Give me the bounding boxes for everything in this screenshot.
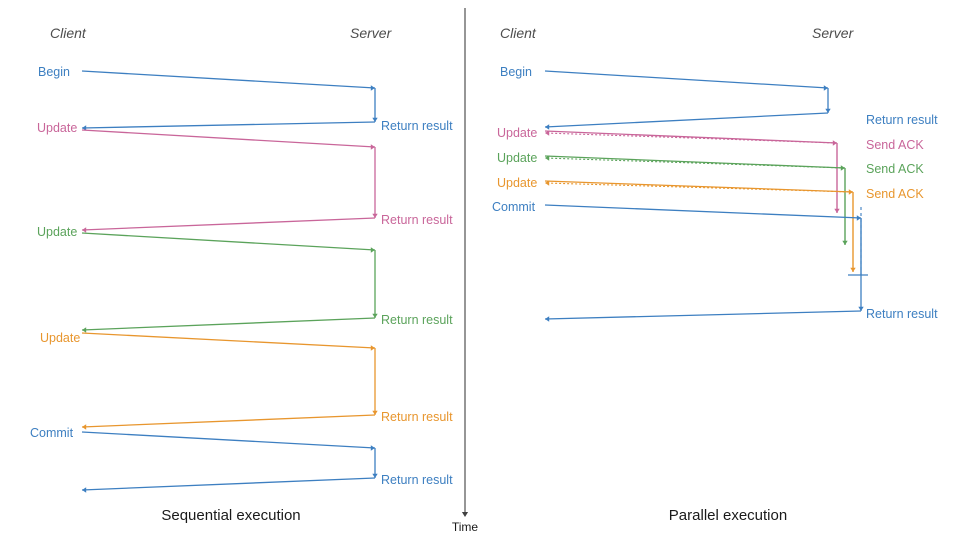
parallel-commit-final-head [858, 306, 864, 311]
sequential-begin-roundtrip-bar-head [372, 117, 378, 122]
sequential-commit-roundtrip-bar-head [372, 473, 378, 478]
parallel-update-2-request-line [544, 155, 846, 169]
parallel-update-3-ack-head [545, 180, 550, 186]
parallel-caption: Parallel execution [669, 507, 787, 524]
parallel-update-3-request-line [544, 180, 854, 193]
sequential-commit-roundtrip-request-head [370, 445, 375, 451]
sequential-update1-roundtrip-request-line [81, 129, 376, 148]
sequential-update2-roundtrip-response-line [81, 317, 376, 331]
sequential-update2-roundtrip-response-head [82, 327, 87, 333]
parallel-begin-response-head [545, 124, 550, 130]
sequential-server-label-2: Return result [381, 313, 453, 327]
parallel-client-label-0: Begin [500, 65, 532, 79]
parallel-update-2-ack-head [545, 155, 550, 161]
parallel-begin-bar-head [825, 108, 831, 113]
parallel-update-2-ack-line [544, 157, 846, 169]
sequential-caption: Sequential execution [161, 507, 300, 524]
parallel-update-1-request-head [832, 140, 837, 146]
time-axis-label: Time [452, 520, 479, 534]
sequential-update2-roundtrip-bar-head [372, 313, 378, 318]
sequential-update2-roundtrip-request-head [370, 247, 375, 253]
sequential-update1-roundtrip-request-head [370, 144, 375, 150]
parallel-update-3-bar-head [850, 267, 856, 272]
sequential-commit-roundtrip-response-line [81, 477, 376, 491]
parallel-update-3-ack-line [544, 182, 854, 193]
sequential-commit-roundtrip-response-head [82, 487, 87, 493]
time-axis-arrowhead [461, 512, 469, 517]
sequential-update1-roundtrip-response-head [82, 227, 87, 233]
sequential-begin-roundtrip-request-line [81, 70, 376, 89]
sequential-update1-roundtrip-bar-head [372, 213, 378, 218]
sequential-client-label-4: Commit [30, 426, 74, 440]
sequential-client-lane-label: Client [50, 25, 87, 41]
sequential-server-label-4: Return result [381, 473, 453, 487]
sequential-update3-roundtrip-request-head [370, 345, 375, 351]
sequential-commit-roundtrip-request-line [81, 431, 376, 449]
parallel-commit-request-line [544, 204, 862, 219]
sequential-update3-roundtrip-request-line [81, 332, 376, 349]
sequential-update3-roundtrip-bar-head [372, 410, 378, 415]
parallel-client-label-1: Update [497, 126, 537, 140]
parallel-commit-request-head [856, 215, 861, 221]
parallel-server-label-2: Send ACK [866, 162, 924, 176]
parallel-update-3-request-head [848, 189, 853, 195]
parallel-server-label-3: Send ACK [866, 187, 924, 201]
sequential-begin-roundtrip-response-head [82, 125, 87, 131]
sequential-update3-roundtrip-response-head [82, 424, 87, 430]
sequential-client-label-3: Update [40, 331, 80, 345]
parallel-server-label-1: Send ACK [866, 138, 924, 152]
parallel-begin-response-line [544, 112, 829, 128]
parallel-update-1-ack-head [545, 130, 550, 136]
parallel-commit-response-head [545, 316, 550, 322]
parallel-commit-response-line [544, 310, 862, 320]
parallel-update-1-ack-line [544, 132, 838, 144]
sequential-server-lane-label: Server [350, 25, 393, 41]
sequential-begin-roundtrip-response-line [81, 121, 376, 129]
parallel-server-lane-label: Server [812, 25, 855, 41]
parallel-client-label-4: Commit [492, 200, 536, 214]
parallel-update-2-request-head [840, 165, 845, 171]
parallel-begin-request-line [544, 70, 829, 89]
parallel-update-2-bar-head [842, 240, 848, 245]
parallel-server-label-0: Return result [866, 113, 938, 127]
sequential-server-label-0: Return result [381, 119, 453, 133]
parallel-client-label-2: Update [497, 151, 537, 165]
sequential-client-label-0: Begin [38, 65, 70, 79]
sequential-update3-roundtrip-response-line [81, 414, 376, 428]
parallel-begin-request-head [823, 85, 828, 91]
sequential-server-label-3: Return result [381, 410, 453, 424]
parallel-client-lane-label: Client [500, 25, 537, 41]
sequential-update1-roundtrip-response-line [81, 217, 376, 231]
sequential-begin-roundtrip-request-head [370, 85, 375, 91]
sequential-client-label-1: Update [37, 121, 77, 135]
parallel-update-1-bar-head [834, 208, 840, 213]
parallel-client-label-3: Update [497, 176, 537, 190]
sequential-server-label-1: Return result [381, 213, 453, 227]
parallel-server-label-4: Return result [866, 307, 938, 321]
sequential-client-label-2: Update [37, 225, 77, 239]
parallel-update-1-request-line [544, 130, 838, 144]
sequential-update2-roundtrip-request-line [81, 232, 376, 251]
